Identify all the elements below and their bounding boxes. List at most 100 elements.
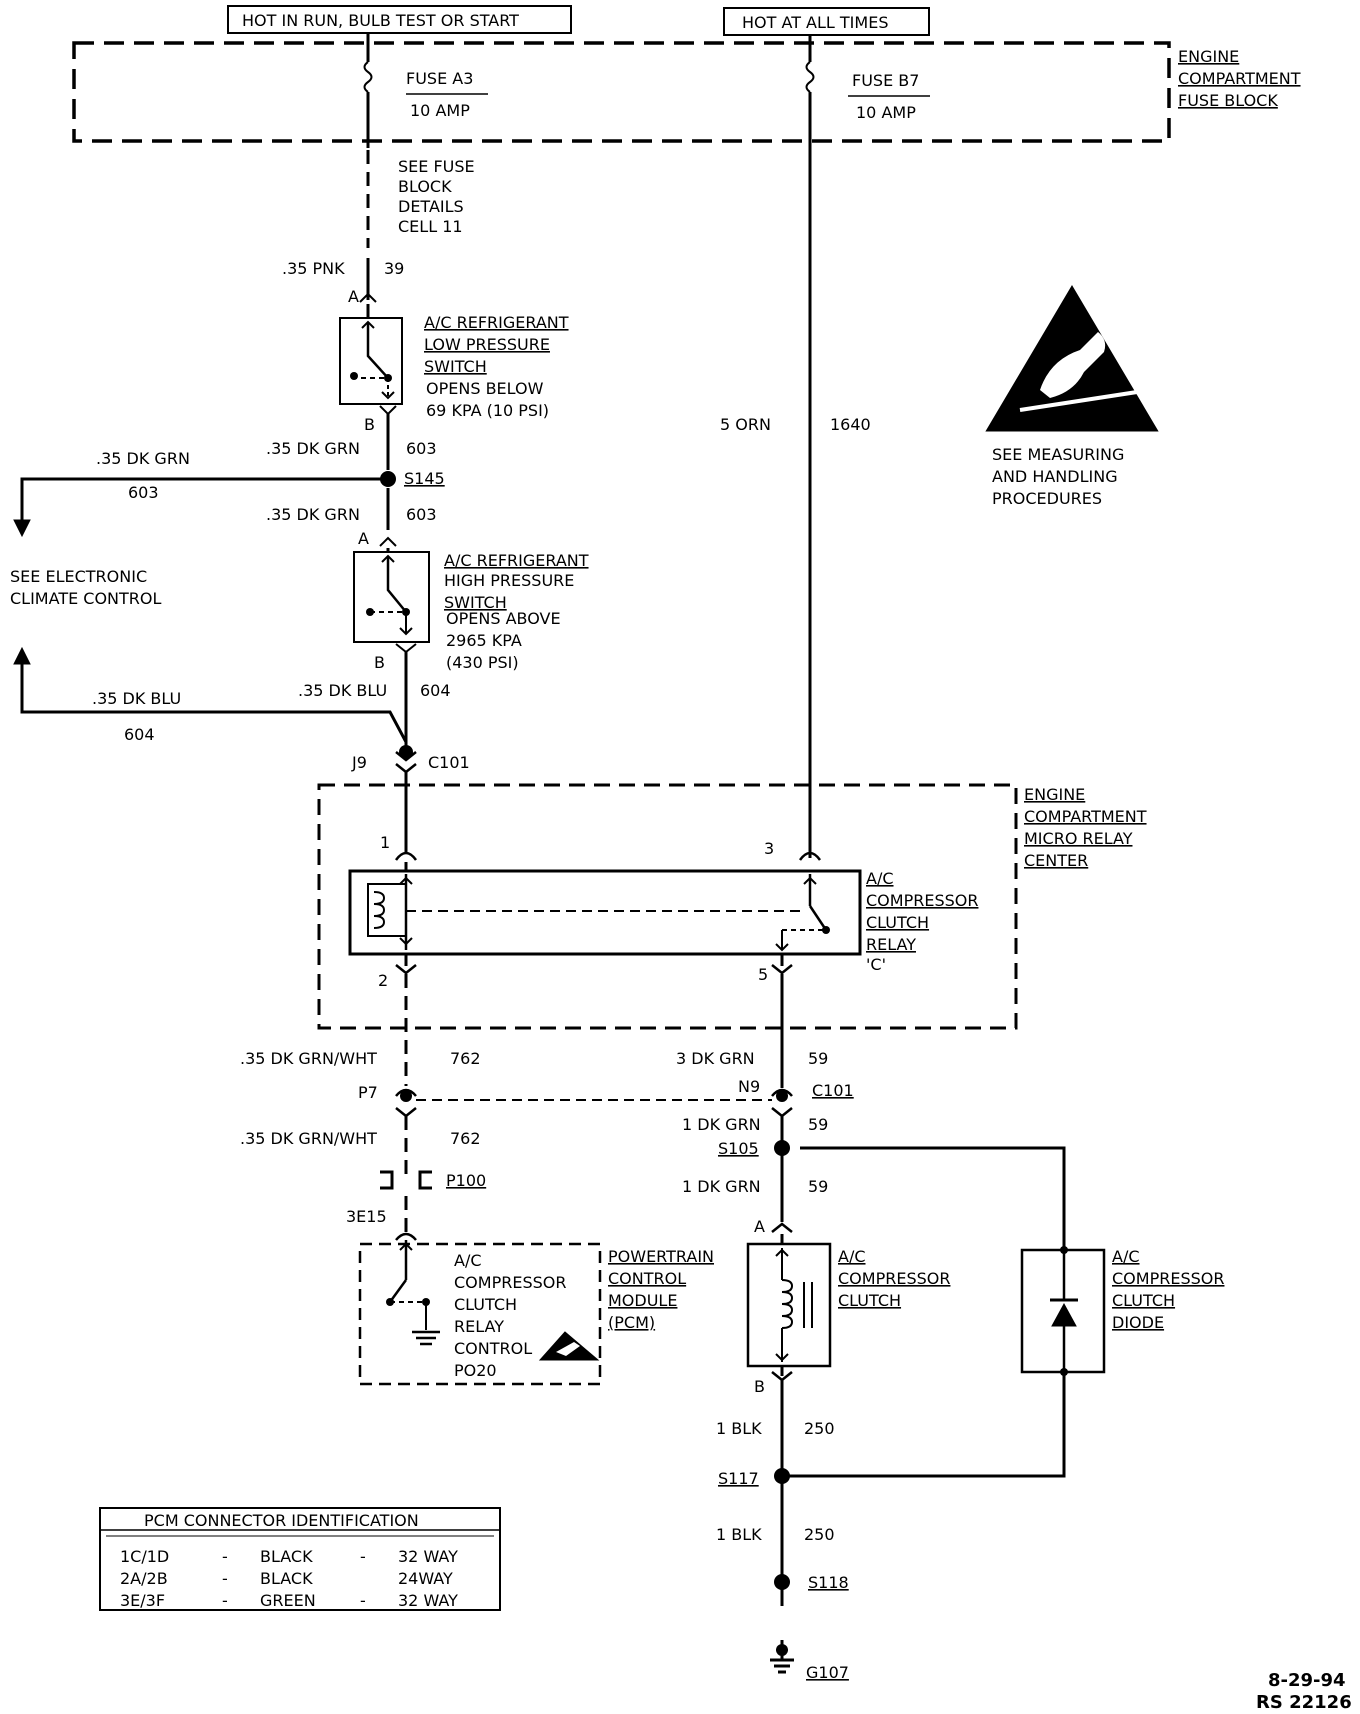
wire-s105-diode: [800, 1146, 1066, 1250]
relay-pin-3-label: 3: [764, 839, 774, 858]
micro-relay-center-outline: [317, 783, 1018, 1030]
wire-diode-s117: [782, 1372, 1066, 1478]
relay-coil: [367, 883, 407, 937]
high-switch-note-3: (430 PSI): [446, 653, 519, 672]
low-switch-note-1: OPENS BELOW: [426, 379, 544, 398]
g107-label: G107: [806, 1663, 849, 1682]
low-switch-title-3: SWITCH: [424, 357, 487, 376]
wire-dkblu-branch: [20, 654, 408, 743]
pcm-box: [358, 1242, 602, 1386]
fuse-details-4: CELL 11: [398, 217, 463, 236]
fuse-details-1: SEE FUSE: [398, 157, 475, 176]
footer-ref: RS 22126: [1256, 1692, 1352, 1713]
diode-title-4: DIODE: [1112, 1313, 1164, 1332]
pcm-row-1-dash2: -: [360, 1547, 366, 1566]
pcm-row-1-dash: -: [222, 1547, 228, 1566]
splice-s105: [774, 1140, 790, 1156]
hot-always-label: HOT AT ALL TIMES: [742, 13, 888, 32]
connector-a-low: [359, 292, 377, 303]
diode-title-1: A/C: [1112, 1247, 1140, 1266]
fuse-b7-label: FUSE B7: [852, 71, 919, 90]
relay-pin-1: [394, 851, 418, 861]
fuse-a3-rating: 10 AMP: [410, 101, 470, 120]
wire-dkgrn1-circuit-2: 59: [808, 1177, 828, 1196]
relay-title-5: 'C': [866, 955, 886, 974]
g107-ground-icon: [770, 1658, 794, 1674]
c101-dot: [399, 745, 413, 759]
esd-note-2: AND HANDLING: [992, 467, 1118, 486]
ecc-label-1: SEE ELECTRONIC: [10, 567, 147, 586]
wire-dkgrn1-circuit-1: 59: [808, 1115, 828, 1134]
relay-title-2: COMPRESSOR: [866, 891, 978, 910]
relay-box: [348, 869, 862, 956]
pcm-row-2-dash: -: [222, 1569, 228, 1588]
wire-pnk-label: .35 PNK: [282, 259, 345, 278]
hot-always-box: [723, 7, 930, 36]
pcm-inner-1: A/C: [454, 1251, 482, 1270]
high-switch-title-1: A/C REFRIGERANT: [444, 551, 589, 570]
pcm-inner-3: CLUTCH: [454, 1295, 517, 1314]
fuse-block-title-3: FUSE BLOCK: [1178, 91, 1278, 110]
branch-dkgrn-label: .35 DK GRN: [96, 449, 190, 468]
low-pressure-switch-box: [339, 317, 403, 405]
pcm-row-2-color: BLACK: [260, 1569, 313, 1588]
s145-label: S145: [404, 469, 445, 488]
pcm-row-2-ways: 24WAY: [398, 1569, 453, 1588]
pcm-inner-5: CONTROL: [454, 1339, 532, 1358]
relay-pin-5-label: 5: [758, 965, 768, 984]
p100-label: P100: [446, 1171, 486, 1190]
s117-label: S117: [718, 1469, 759, 1488]
high-switch-title-2: HIGH PRESSURE: [444, 571, 574, 590]
fuse-b7-rating: 10 AMP: [856, 103, 916, 122]
low-pin-a: A: [348, 287, 359, 306]
fuse-a3-icon: [363, 61, 373, 93]
connector-a-high: [379, 536, 397, 547]
pcm-title-3: MODULE: [608, 1291, 677, 1310]
wire-dkgrn1-label-1: 1 DK GRN: [682, 1115, 761, 1134]
low-pin-b: B: [364, 415, 375, 434]
wire-pnk-circuit: 39: [384, 259, 404, 278]
pcm-row-3-ways: 32 WAY: [398, 1591, 458, 1610]
wire-dkblu-circuit: 604: [420, 681, 451, 700]
pcm-row-3-dash: -: [222, 1591, 228, 1610]
c101-label-1: C101: [428, 753, 470, 772]
c101-label-2: C101: [812, 1081, 854, 1100]
wire-orn-circuit: 1640: [830, 415, 871, 434]
ecc-label-2: CLIMATE CONTROL: [10, 589, 162, 608]
high-pin-b: B: [374, 653, 385, 672]
footer-date: 8-29-94: [1268, 1670, 1346, 1691]
relay-center-title-2: COMPARTMENT: [1024, 807, 1147, 826]
fuse-b7-icon: [805, 61, 815, 93]
pcm-row-3-color: GREEN: [260, 1591, 316, 1610]
high-switch-note-2: 2965 KPA: [446, 631, 522, 650]
wire-blk-circuit-2: 250: [804, 1525, 835, 1544]
low-switch-title-1: A/C REFRIGERANT: [424, 313, 569, 332]
j9-label: J9: [351, 753, 367, 772]
pcm-inner-6: PO20: [454, 1361, 497, 1380]
clutch-title-1: A/C: [838, 1247, 866, 1266]
connector-a-clutch: [771, 1222, 793, 1233]
pcm-row-1-ways: 32 WAY: [398, 1547, 458, 1566]
pcm-row-1-color: BLACK: [260, 1547, 313, 1566]
arrow-down-icon: [13, 519, 31, 538]
clutch-coil-icon: [781, 1279, 794, 1329]
pcm-title-1: POWERTRAIN: [608, 1247, 714, 1266]
clutch-title-3: CLUTCH: [838, 1291, 901, 1310]
relay-pin-5: [771, 964, 793, 975]
wire-blk-label-2: 1 BLK: [716, 1525, 762, 1544]
c101-upper-connector: [395, 751, 417, 762]
pcm-row-1-id: 1C/1D: [120, 1547, 169, 1566]
e15-label: 3E15: [346, 1207, 387, 1226]
wire-grnwht-circuit-2: 762: [450, 1129, 481, 1148]
fuse-details-3: DETAILS: [398, 197, 464, 216]
diode-title-2: COMPRESSOR: [1112, 1269, 1224, 1288]
esd-warning-icon: [985, 285, 1159, 432]
pcm-row-2-id: 2A/2B: [120, 1569, 168, 1588]
connector-b-low: [379, 405, 397, 416]
clutch-box: [746, 1242, 832, 1368]
clutch-pin-a: A: [754, 1217, 765, 1236]
esd-note-1: SEE MEASURING: [992, 445, 1124, 464]
relay-title-3: CLUTCH: [866, 913, 929, 932]
wire-blk-label-1: 1 BLK: [716, 1419, 762, 1438]
p100-right-bracket: [418, 1170, 432, 1190]
